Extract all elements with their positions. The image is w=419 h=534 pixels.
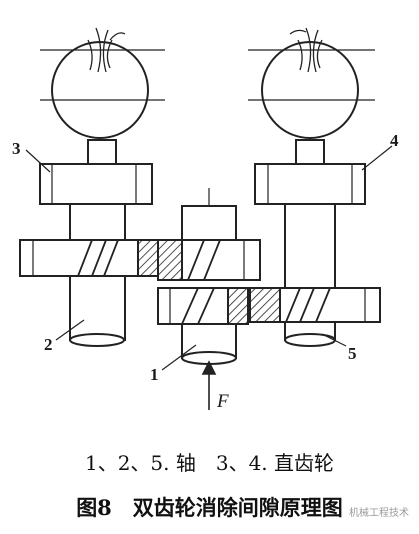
callout-part-1: 1 xyxy=(150,365,159,384)
helical-gear-upper-left xyxy=(19,239,171,277)
right-mating-gear xyxy=(248,27,375,139)
callout-leaders xyxy=(25,145,393,371)
helical-gear-center-upper xyxy=(157,239,261,281)
callout-part-4: 4 xyxy=(390,131,399,150)
parts-legend: 1、2、5. 轴 3、4. 直齿轮 xyxy=(84,451,335,475)
callout-part-3: 3 xyxy=(12,139,21,158)
callout-part-5: 5 xyxy=(348,344,357,363)
figure-caption: 图8 双齿轮消除间隙原理图 xyxy=(76,495,343,520)
spur-gear-3 xyxy=(39,139,153,238)
shaft-2 xyxy=(69,203,126,347)
helical-gear-center-lower xyxy=(157,287,249,325)
left-mating-gear xyxy=(40,27,165,139)
shaft-5 xyxy=(284,203,336,347)
helical-gear-right xyxy=(247,287,381,323)
shaft-1 xyxy=(181,188,237,365)
force-label: F xyxy=(217,391,229,412)
spur-gear-4 xyxy=(254,139,366,205)
watermark: 机械工程技术 xyxy=(349,508,409,519)
force-arrow xyxy=(201,360,217,410)
callout-part-2: 2 xyxy=(44,335,53,354)
gear-backlash-diagram xyxy=(19,27,393,410)
